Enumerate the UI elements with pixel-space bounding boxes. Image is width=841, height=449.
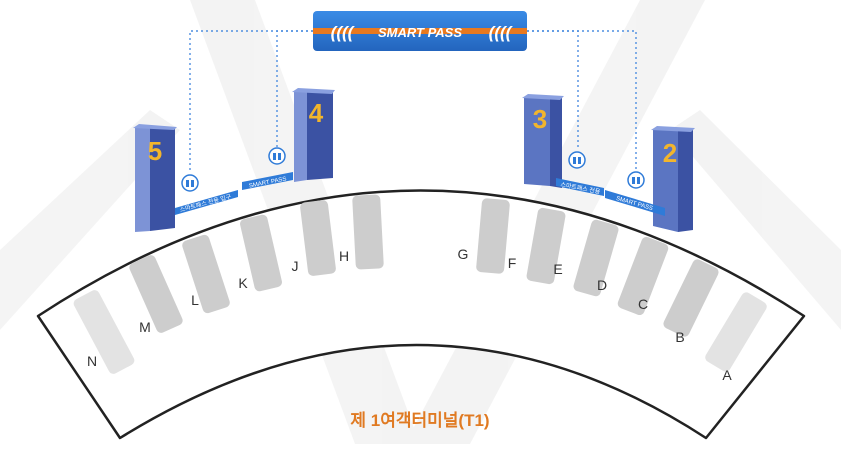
smartpass-banner: (((( SMART PASS (((( [313,11,527,51]
gate-2-floor-label: SMART PASS [615,196,653,212]
banner-right-arrows: (((( [489,23,514,42]
counter-island-f[interactable] [526,207,566,285]
gate-3-number: 3 [533,104,547,134]
smartpass-connectors [189,30,637,170]
banner-label: SMART PASS [378,25,462,40]
terminal-outline [36,189,806,440]
gate-3-floor-strip [556,178,604,196]
counter-label-c: C [638,296,648,312]
gate-5[interactable]: 5 스마트패스 전용 입구 [133,124,238,232]
counter-label-f: F [508,255,517,271]
counter-label-m: M [139,319,151,335]
counter-island-k[interactable] [239,214,283,292]
gate-2-people-icon [627,171,645,189]
counter-label-h: H [339,248,349,264]
gate-3-people-icon [568,151,586,169]
gate-5-people-icon [181,174,199,192]
counter-label-j: J [292,258,299,274]
banner-left-arrows: (((( [331,23,356,42]
counter-label-l: L [191,292,199,308]
gate-2-floor-strip [605,190,665,216]
gate-4-people-icon [268,147,286,165]
gate-4-number: 4 [309,98,324,128]
counter-island-e[interactable] [572,219,619,298]
counter-islands [72,194,768,375]
gate-4-floor-strip [242,172,293,190]
terminal-label: 제 1여객터미널(T1) [350,411,489,430]
counter-label-e: E [553,261,562,277]
counter-island-a[interactable] [703,291,768,374]
counter-label-n: N [87,353,97,369]
gate-5-number: 5 [148,136,162,166]
counter-island-l[interactable] [181,234,231,315]
counter-label-a: A [722,367,732,383]
counter-island-m[interactable] [128,254,184,335]
counter-island-j[interactable] [300,200,337,277]
counter-island-n[interactable] [72,288,136,375]
gate-5-floor-label: 스마트패스 전용 입구 [179,192,233,214]
counter-island-c[interactable] [662,258,720,339]
counter-label-k: K [238,275,248,291]
counter-island-g[interactable] [476,198,510,274]
counter-island-d[interactable] [616,236,669,317]
counter-island-h[interactable] [352,194,384,270]
counter-label-g: G [458,246,469,262]
counter-labels: N M L K J H G F E D C B A [87,246,732,383]
gate-5-floor-strip [175,190,238,215]
gate-4[interactable]: 4 SMART PASS [242,88,335,190]
counter-label-b: B [675,329,684,345]
gate-2[interactable]: 2 SMART PASS [605,126,695,232]
gate-2-number: 2 [663,138,677,168]
counter-label-d: D [597,277,607,293]
